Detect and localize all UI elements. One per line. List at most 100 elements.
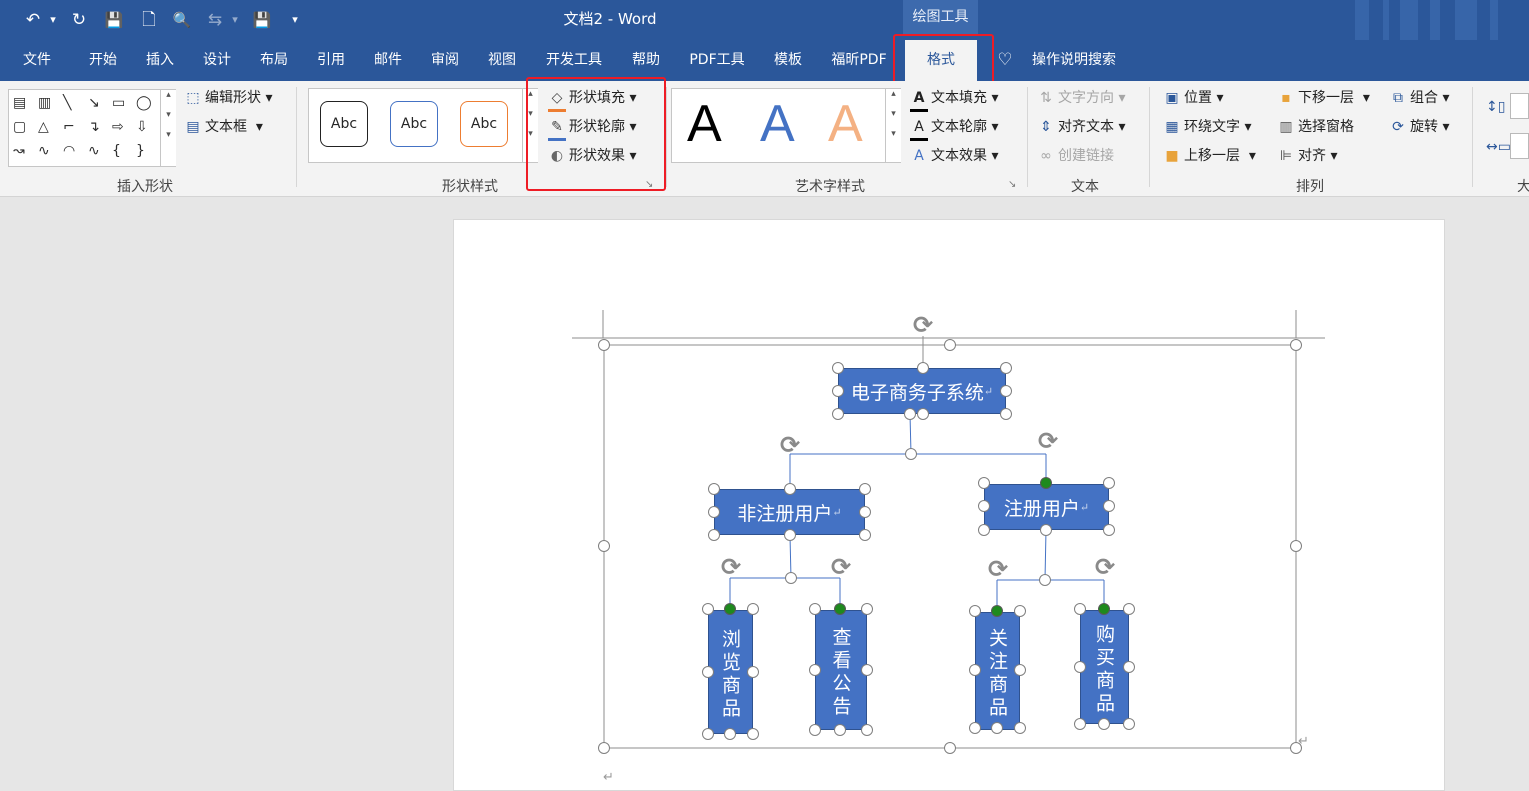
connection-point-handle[interactable]: [991, 605, 1003, 617]
shape-resize-handle[interactable]: [859, 483, 871, 495]
shape-outline-button[interactable]: ✎形状轮廓 ▾: [548, 116, 636, 141]
touch-dropdown-icon[interactable]: ▾: [232, 13, 238, 26]
shape-resize-handle[interactable]: [702, 666, 714, 678]
shape-oval[interactable]: ◯: [136, 95, 152, 111]
shape-resize-handle[interactable]: [834, 724, 846, 736]
shape-resize-handle[interactable]: [1103, 477, 1115, 489]
shape-resize-handle[interactable]: [1074, 661, 1086, 673]
shape-resize-handle[interactable]: [1103, 500, 1115, 512]
org-node-follow-goods[interactable]: 关注商品: [975, 612, 1020, 730]
shape-resize-handle[interactable]: [861, 603, 873, 615]
tab-home[interactable]: 开始: [89, 52, 117, 68]
shape-arrow[interactable]: ↘: [88, 95, 100, 111]
shape-resize-handle[interactable]: [832, 408, 844, 420]
canvas-resize-handle[interactable]: [1290, 540, 1302, 552]
shape-resize-handle[interactable]: [1040, 524, 1052, 536]
shape-resize-handle[interactable]: [708, 529, 720, 541]
connector-handle[interactable]: [905, 448, 917, 460]
redo-icon[interactable]: ↻: [71, 10, 87, 30]
shape-rectangle[interactable]: ▭: [112, 95, 126, 111]
connector-handle[interactable]: [785, 572, 797, 584]
tab-references[interactable]: 引用: [317, 52, 345, 68]
shape-resize-handle[interactable]: [747, 666, 759, 678]
shape-resize-handle[interactable]: [832, 362, 844, 374]
edit-shape-button[interactable]: ⬚编辑形状 ▾: [184, 87, 272, 109]
connection-point-handle[interactable]: [834, 603, 846, 615]
shape-resize-handle[interactable]: [1000, 385, 1012, 397]
shape-resize-handle[interactable]: [978, 524, 990, 536]
align-button[interactable]: ⊫对齐 ▾: [1277, 145, 1338, 167]
shape-resize-handle[interactable]: [969, 722, 981, 734]
org-node-buy-goods[interactable]: 购买商品: [1080, 610, 1129, 724]
shape-right-brace[interactable]: }: [136, 143, 145, 159]
shape-freeform[interactable]: ∿: [38, 143, 50, 159]
org-node-guest-user[interactable]: 非注册用户↵: [714, 489, 865, 535]
rotate-handle-icon[interactable]: ⟳: [1094, 553, 1116, 581]
canvas-resize-handle[interactable]: [1290, 339, 1302, 351]
save-icon[interactable]: 💾: [104, 11, 124, 29]
shape-resize-handle[interactable]: [1000, 362, 1012, 374]
shape-resize-handle[interactable]: [1123, 718, 1135, 730]
shape-resize-handle[interactable]: [1103, 524, 1115, 536]
shape-resize-handle[interactable]: [708, 483, 720, 495]
tell-me-search[interactable]: 操作说明搜索: [1032, 52, 1116, 68]
shape-curve[interactable]: ↝: [13, 143, 25, 159]
save-as-icon[interactable]: 💾: [252, 11, 272, 29]
rotate-handle-icon[interactable]: ⟳: [779, 431, 801, 459]
tab-mailings[interactable]: 邮件: [374, 52, 402, 68]
shape-arc[interactable]: ◠: [63, 143, 76, 159]
shape-resize-handle[interactable]: [969, 605, 981, 617]
wordart-sample[interactable]: A: [687, 95, 722, 153]
shape-resize-handle[interactable]: [859, 529, 871, 541]
shape-resize-handle[interactable]: [861, 724, 873, 736]
shape-fill-button[interactable]: ◇形状填充 ▾: [548, 87, 636, 112]
shape-resize-handle[interactable]: [1123, 603, 1135, 615]
tab-help[interactable]: 帮助: [632, 52, 660, 68]
shape-resize-handle[interactable]: [702, 603, 714, 615]
text-box-button[interactable]: ▤文本框 ▾: [184, 116, 263, 138]
shapes-gallery-scroll[interactable]: ▴▾▾: [160, 90, 176, 166]
shape-style-sample[interactable]: Abc: [390, 101, 438, 147]
connection-point-handle[interactable]: [1098, 603, 1110, 615]
selection-pane-button[interactable]: ▥选择窗格: [1277, 116, 1354, 138]
tab-foxit-pdf[interactable]: 福昕PDF: [831, 52, 887, 68]
rotate-handle-icon[interactable]: ⟳: [720, 553, 742, 581]
align-text-button[interactable]: ⇕对齐文本 ▾: [1037, 116, 1125, 138]
undo-icon[interactable]: ↶: [25, 10, 41, 30]
shape-resize-handle[interactable]: [1123, 661, 1135, 673]
tab-templates[interactable]: 模板: [774, 52, 802, 68]
new-document-icon[interactable]: 🗋: [142, 10, 156, 30]
shape-resize-handle[interactable]: [1074, 718, 1086, 730]
tab-design[interactable]: 设计: [203, 52, 231, 68]
shape-style-sample[interactable]: Abc: [320, 101, 368, 147]
canvas-resize-handle[interactable]: [944, 339, 956, 351]
shape-resize-handle[interactable]: [1098, 718, 1110, 730]
canvas-resize-handle[interactable]: [1290, 742, 1302, 754]
tab-developer[interactable]: 开发工具: [546, 52, 602, 68]
shape-resize-handle[interactable]: [859, 506, 871, 518]
wrap-text-button[interactable]: ▦环绕文字 ▾: [1163, 116, 1251, 138]
shape-resize-handle[interactable]: [832, 385, 844, 397]
shape-rounded-rect[interactable]: ▢: [13, 119, 27, 135]
document-page[interactable]: [453, 219, 1445, 791]
org-node-view-notice[interactable]: 查看公告: [815, 610, 867, 730]
tab-file[interactable]: 文件: [23, 52, 51, 68]
canvas-resize-handle[interactable]: [944, 742, 956, 754]
send-backward-button[interactable]: ▪下移一层 ▾: [1277, 87, 1370, 109]
canvas-resize-handle[interactable]: [598, 540, 610, 552]
shape-resize-handle[interactable]: [724, 728, 736, 740]
connector-handle[interactable]: [1039, 574, 1051, 586]
shape-elbow-connector[interactable]: ⌐: [63, 119, 75, 135]
canvas-resize-handle[interactable]: [598, 339, 610, 351]
tab-insert[interactable]: 插入: [146, 52, 174, 68]
rotate-handle-icon[interactable]: ⟳: [987, 555, 1009, 583]
shape-resize-handle[interactable]: [708, 506, 720, 518]
shape-resize-handle[interactable]: [809, 664, 821, 676]
shape-resize-handle[interactable]: [784, 483, 796, 495]
text-direction-button[interactable]: ⇅文字方向 ▾: [1037, 87, 1125, 109]
undo-dropdown-icon[interactable]: ▾: [50, 13, 56, 26]
connection-point-handle[interactable]: [1040, 477, 1052, 489]
shape-line[interactable]: ╲: [63, 95, 72, 111]
